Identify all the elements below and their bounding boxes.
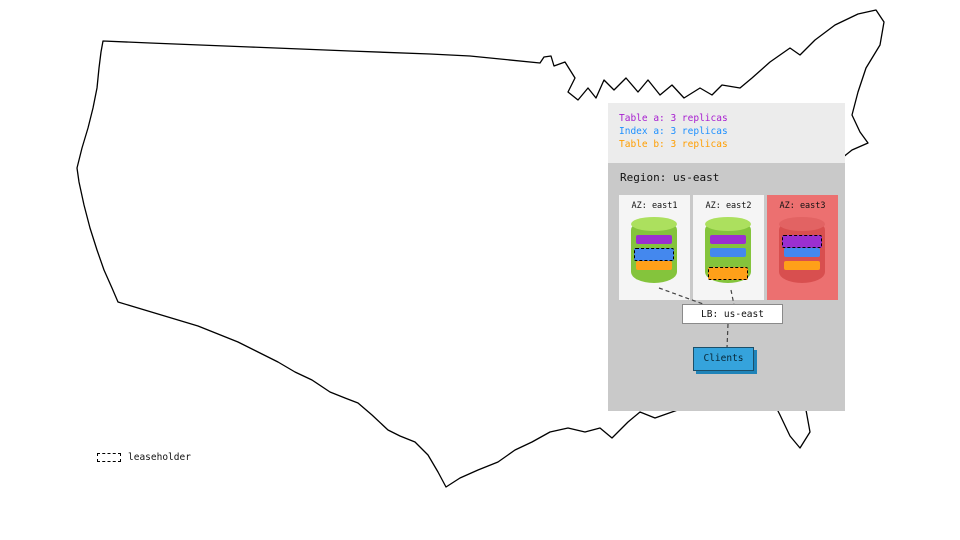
leaseholder-swatch bbox=[97, 453, 121, 462]
cylinder-top bbox=[631, 217, 677, 231]
az-east3-down: AZ: east3 bbox=[767, 195, 838, 300]
replica-table-a bbox=[710, 235, 746, 244]
legend-index-a: Index a: 3 replicas bbox=[619, 126, 728, 137]
legend-table-a: Table a: 3 replicas bbox=[619, 113, 728, 124]
replica-legend-panel: Table a: 3 replicas Index a: 3 replicas … bbox=[608, 103, 845, 163]
leaseholder-label: leaseholder bbox=[128, 452, 191, 463]
clients-node: Clients bbox=[693, 347, 754, 371]
replica-index-a bbox=[784, 248, 820, 257]
replica-table-a bbox=[636, 235, 672, 244]
replica-index-a-leaseholder bbox=[634, 248, 674, 261]
az-east3-label: AZ: east3 bbox=[779, 201, 826, 211]
cylinder-top bbox=[779, 217, 825, 231]
db-node-east1 bbox=[631, 217, 677, 283]
replica-table-b bbox=[636, 261, 672, 270]
legend-table-b: Table b: 3 replicas bbox=[619, 139, 728, 150]
cylinder-top bbox=[705, 217, 751, 231]
region-us-east-panel: Region: us-east AZ: east1 AZ: east2 AZ: bbox=[608, 163, 845, 411]
az-east1-label: AZ: east1 bbox=[631, 201, 678, 211]
replica-table-a-leaseholder bbox=[782, 235, 822, 248]
region-label: Region: us-east bbox=[620, 171, 720, 184]
az-east2-label: AZ: east2 bbox=[705, 201, 752, 211]
leaseholder-legend: leaseholder bbox=[97, 452, 191, 463]
az-east1: AZ: east1 bbox=[619, 195, 690, 300]
load-balancer: LB: us-east bbox=[682, 304, 783, 324]
db-node-east3 bbox=[779, 217, 825, 283]
replica-index-a bbox=[710, 248, 746, 257]
replica-table-b bbox=[784, 261, 820, 270]
az-east2: AZ: east2 bbox=[693, 195, 764, 300]
replica-table-b-leaseholder bbox=[708, 267, 748, 280]
db-node-east2 bbox=[705, 217, 751, 283]
